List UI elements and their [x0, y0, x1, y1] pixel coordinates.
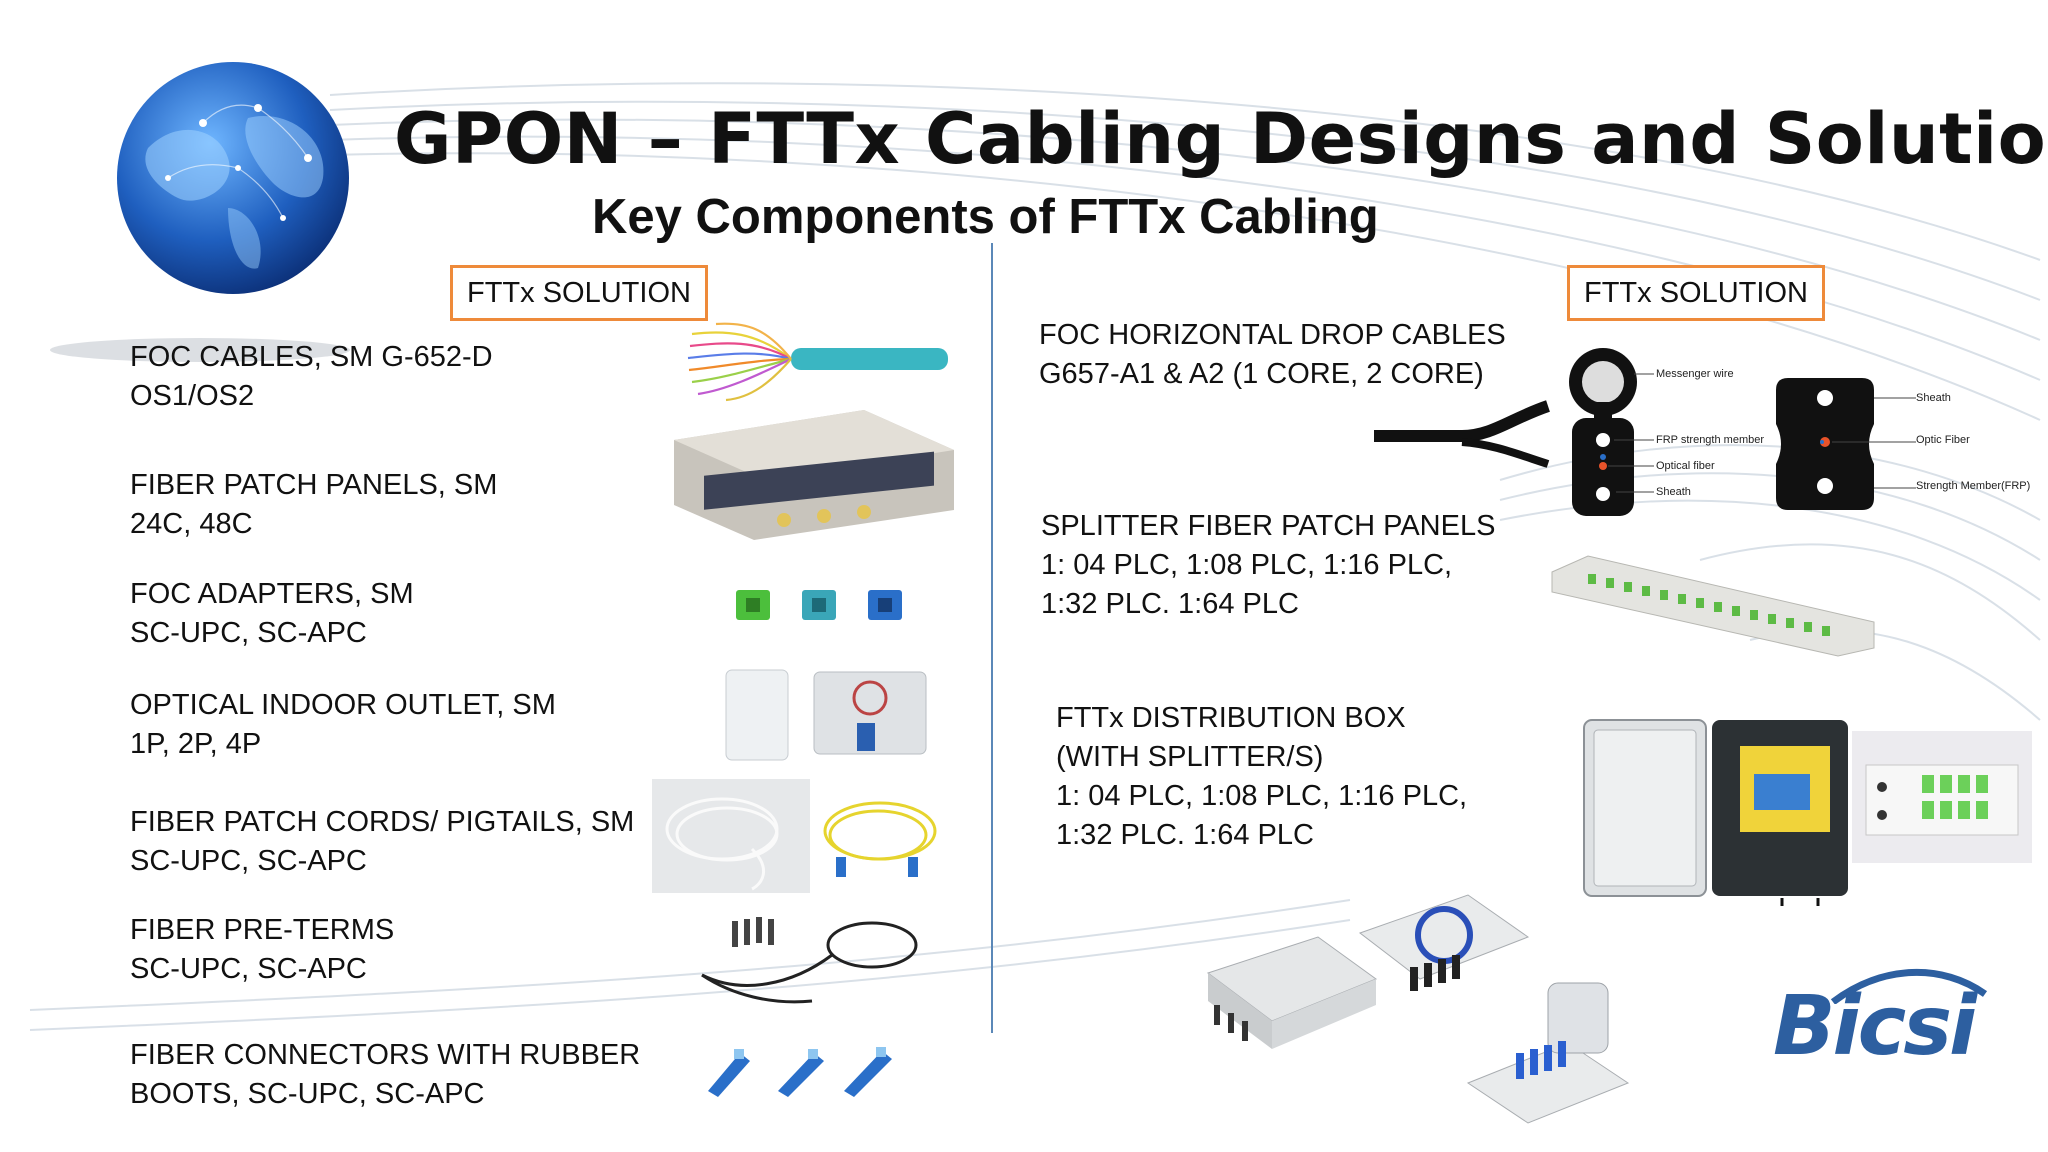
list-item-line1: FOC CABLES, SM G-652-D: [130, 341, 493, 373]
list-item-pre-terms: FIBER PRE-TERMS SC-UPC, SC-APC: [130, 911, 394, 989]
list-item-line2: SC-UPC, SC-APC: [130, 845, 367, 877]
list-item-line3: 1:32 PLC. 1:64 PLC: [1041, 588, 1299, 620]
list-item-line2: 1P, 2P, 4P: [130, 728, 262, 760]
fiber-cable-image: [687, 322, 948, 402]
list-item-line3: 1: 04 PLC, 1:08 PLC, 1:16 PLC,: [1056, 780, 1468, 812]
list-item-line2: 1: 04 PLC, 1:08 PLC, 1:16 PLC,: [1041, 549, 1453, 581]
list-item-line1: FOC HORIZONTAL DROP CABLES: [1039, 319, 1506, 351]
cable-flat-cross-section-diagram: [1776, 378, 1916, 510]
left-fttx-solution-label: FTTx SOLUTION: [450, 265, 708, 321]
list-item-line1: SPLITTER FIBER PATCH PANELS: [1041, 510, 1496, 542]
list-item-line2: G657-A1 & A2 (1 CORE, 2 CORE): [1039, 358, 1484, 390]
column-divider: [991, 243, 993, 1033]
cable-label-frp-right: Strength Member(FRP): [1916, 480, 2031, 492]
list-item-foc-adapters: FOC ADAPTERS, SM SC-UPC, SC-APC: [130, 575, 414, 653]
list-item-line2: BOOTS, SC-UPC, SC-APC: [130, 1078, 485, 1110]
page-subtitle: Key Components of FTTx Cabling: [592, 190, 1379, 244]
right-fttx-solution-label: FTTx SOLUTION: [1567, 265, 1825, 321]
patch-cord-yellow-image: [823, 801, 937, 877]
list-item-line2: (WITH SPLITTER/S): [1056, 741, 1324, 773]
list-item-line1: FTTx DISTRIBUTION BOX: [1056, 702, 1406, 734]
list-item-patch-cords: FIBER PATCH CORDS/ PIGTAILS, SM SC-UPC, …: [130, 803, 634, 881]
list-item-line4: 1:32 PLC. 1:64 PLC: [1056, 819, 1314, 851]
list-item-line1: FIBER CONNECTORS WITH RUBBER: [130, 1039, 641, 1071]
pre-terms-image: [701, 917, 918, 1004]
list-item-line1: OPTICAL INDOOR OUTLET, SM: [130, 689, 556, 721]
page-title: GPON – FTTx Cabling Designs and Solution: [394, 98, 2048, 180]
patch-panel-image: [674, 410, 954, 540]
connectors-image: [708, 1047, 892, 1097]
adapters-image: [736, 590, 902, 620]
list-item-line1: FIBER PRE-TERMS: [130, 914, 395, 946]
cable-cross-section-diagram: [1569, 348, 1654, 516]
cable-label-optic-fiber: Optic Fiber: [1916, 434, 1970, 446]
list-item-foc-cables: FOC CABLES, SM G-652-D OS1/OS2: [130, 338, 493, 416]
cable-label-frp: FRP strength member: [1656, 434, 1765, 446]
list-item-line1: FIBER PATCH CORDS/ PIGTAILS, SM: [130, 806, 635, 838]
list-item-distribution-box: FTTx DISTRIBUTION BOX (WITH SPLITTER/S) …: [1056, 699, 1467, 855]
globe-icon: [117, 62, 349, 294]
list-item-line2: OS1/OS2: [130, 380, 255, 412]
list-item-drop-cables: FOC HORIZONTAL DROP CABLES G657-A1 & A2 …: [1039, 316, 1506, 394]
cable-label-sheath: Sheath: [1656, 486, 1691, 498]
list-item-line2: SC-UPC, SC-APC: [130, 617, 367, 649]
cable-label-messenger: Messenger wire: [1656, 368, 1734, 380]
bicsi-logo-text: Bicsi: [1773, 979, 1977, 1074]
list-item-line2: 24C, 48C: [130, 508, 253, 540]
indoor-outlet-image: [725, 669, 927, 761]
drop-cable-image: [1374, 400, 1550, 468]
outdoor-boxes-image: [1206, 894, 1630, 1124]
list-item-line1: FIBER PATCH PANELS, SM: [130, 469, 498, 501]
list-item-line1: FOC ADAPTERS, SM: [130, 578, 414, 610]
list-item-splitter-panels: SPLITTER FIBER PATCH PANELS 1: 04 PLC, 1…: [1041, 507, 1495, 624]
bicsi-logo: Bicsi: [1773, 964, 1993, 1068]
splitter-module-image: [1852, 731, 2032, 863]
list-item-connectors: FIBER CONNECTORS WITH RUBBER BOOTS, SC-U…: [130, 1036, 640, 1114]
list-item-line2: SC-UPC, SC-APC: [130, 953, 367, 985]
splitter-panel-image: [1551, 555, 1875, 657]
list-item-patch-panels: FIBER PATCH PANELS, SM 24C, 48C: [130, 466, 497, 544]
list-item-indoor-outlet: OPTICAL INDOOR OUTLET, SM 1P, 2P, 4P: [130, 686, 556, 764]
cable-label-sheath-right: Sheath: [1916, 392, 1951, 404]
patch-cord-white-image: [652, 779, 810, 893]
distribution-box-image: [1583, 719, 1848, 906]
cable-label-optical-fiber: Optical fiber: [1656, 460, 1715, 472]
